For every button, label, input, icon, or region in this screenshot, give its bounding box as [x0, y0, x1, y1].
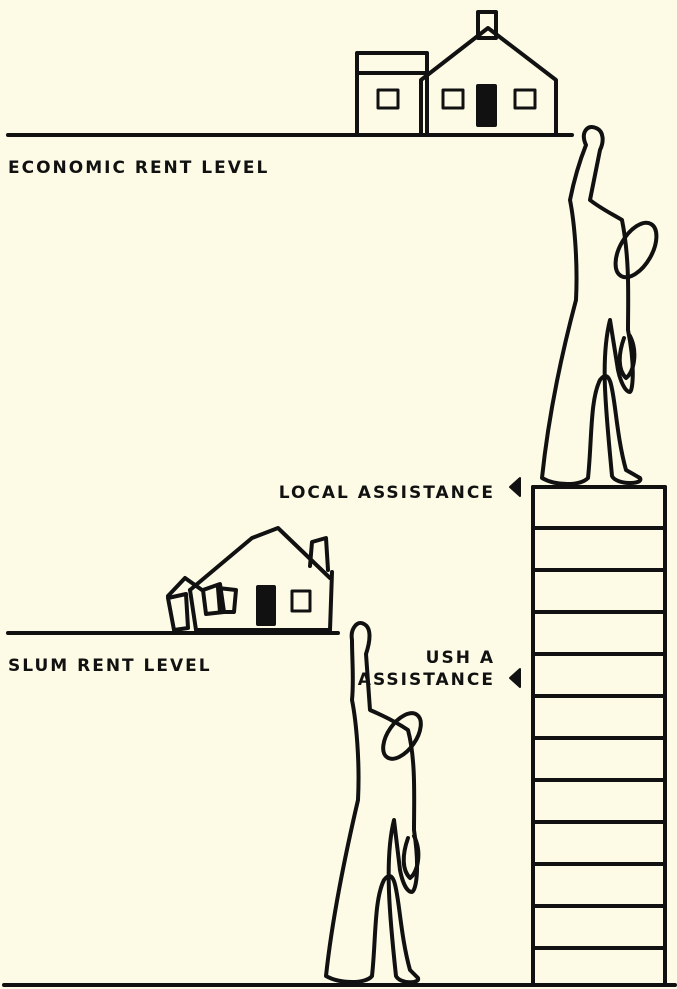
- usha-label-line2: ASSISTANCE: [358, 669, 495, 691]
- economic-house: [357, 12, 556, 135]
- local-assistance-label: LOCAL ASSISTANCE: [279, 483, 495, 503]
- usha-assistance-label: USH A ASSISTANCE: [358, 647, 495, 691]
- local-assistance-arrow: [510, 478, 520, 496]
- ladder: [533, 487, 665, 985]
- figure-on-ladder: [542, 127, 665, 484]
- usha-assistance-arrow: [510, 669, 520, 687]
- slum-house: [168, 528, 332, 630]
- economic-rent-level-label: ECONOMIC RENT LEVEL: [8, 158, 269, 178]
- slum-rent-level-label: SLUM RENT LEVEL: [8, 656, 212, 676]
- usha-label-line1: USH A: [358, 647, 495, 669]
